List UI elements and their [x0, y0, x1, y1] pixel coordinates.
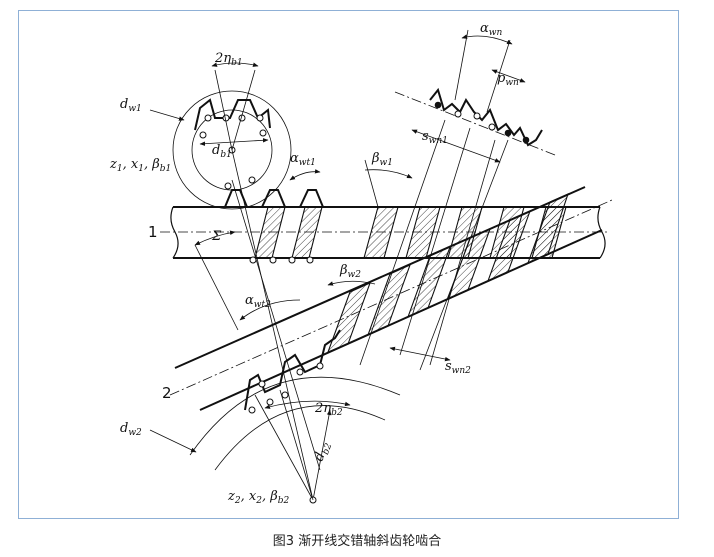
diagram-labels: 2ηb1 dw1 db1 z1, x1, βb1 αwt1 βw1 αwn pw… — [109, 21, 519, 506]
label-s-wn2: swn2 — [445, 359, 471, 376]
label-d-b1: db1 — [212, 143, 232, 160]
label-beta-w1: βw1 — [371, 151, 393, 168]
figure-caption: 图3 渐开线交错轴斜齿轮啮合 — [272, 534, 442, 549]
normal-section — [359, 29, 556, 371]
figure-frame — [18, 10, 679, 519]
label-z2-params: z2, x2, βb2 — [227, 489, 289, 506]
gear1-tooth-profile — [224, 189, 324, 208]
construction-lines — [194, 149, 413, 501]
label-2eta-b2: 2ηb2 — [314, 401, 343, 418]
gear2-teeth — [327, 192, 569, 353]
label-p-wn: pwn — [497, 71, 519, 88]
label-alpha-wt2: αwt2 — [245, 293, 271, 310]
label-d-w1: dw1 — [120, 97, 142, 114]
label-gear-2: 2 — [162, 384, 172, 402]
label-sigma: Σ — [211, 229, 222, 244]
gear2-end-view — [149, 376, 401, 504]
label-s-wn1: swn1 — [422, 129, 448, 146]
label-d-b2: db2 — [312, 439, 335, 464]
label-z1-params: z1, x1, βb1 — [109, 157, 171, 174]
label-gear-1: 1 — [148, 223, 158, 241]
label-2eta-b1: 2ηb1 — [214, 51, 243, 68]
label-beta-w2: βw2 — [339, 263, 361, 280]
label-alpha-wn: αwn — [480, 21, 502, 38]
gear1-end-view — [149, 62, 292, 210]
gear1-contact-points — [224, 176, 314, 264]
label-alpha-wt1: αwt1 — [290, 151, 316, 168]
label-d-w2: dw2 — [120, 421, 142, 438]
gear2-tooth-profile — [244, 329, 341, 411]
